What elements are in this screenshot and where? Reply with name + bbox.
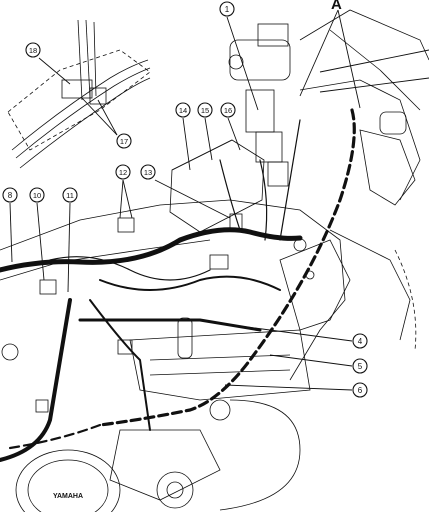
callout-5: 5 [358,362,363,371]
callout-1: 1 [225,5,230,14]
callout-16: 16 [224,106,232,115]
callout-15: 15 [201,106,209,115]
callout-18: 18 [29,46,37,55]
callout-circle-14 [175,102,191,118]
callout-circle-18 [25,42,41,58]
callout-circle-11 [62,187,78,203]
callouts: 1 4 5 6 8 10 11 12 13 [2,1,368,398]
callout-12: 12 [119,168,127,177]
battery-box [169,89,289,233]
callout-circle-12 [115,164,131,180]
logo-text: YAMAHA [53,493,83,500]
callout-13: 13 [144,168,152,177]
callout-circle-1 [219,1,235,17]
callout-circle-17 [116,133,132,149]
callout-14: 14 [179,106,187,115]
inset-detail [7,19,151,169]
callout-circle-6 [352,382,368,398]
callout-circle-4 [352,333,368,349]
callout-circle-16 [220,102,236,118]
callout-10: 10 [33,191,41,200]
callout-8: 8 [8,191,13,200]
crankcase-cover: YAMAHA [15,449,121,517]
dashed-cable [8,108,356,450]
callout-circle-5 [352,358,368,374]
figure-label: A [331,0,342,13]
callout-6: 6 [358,386,363,395]
callout-11: 11 [66,191,74,200]
engine-body [0,199,351,511]
callout-circle-8 [2,187,18,203]
figure-label-group: A [299,0,429,109]
wire-harness [0,119,303,462]
callout-4: 4 [358,337,363,346]
callout-circle-15 [197,102,213,118]
frame-right [228,9,429,351]
callout-17: 17 [120,137,128,146]
callout-circle-10 [29,187,45,203]
callout-circle-13 [140,164,156,180]
